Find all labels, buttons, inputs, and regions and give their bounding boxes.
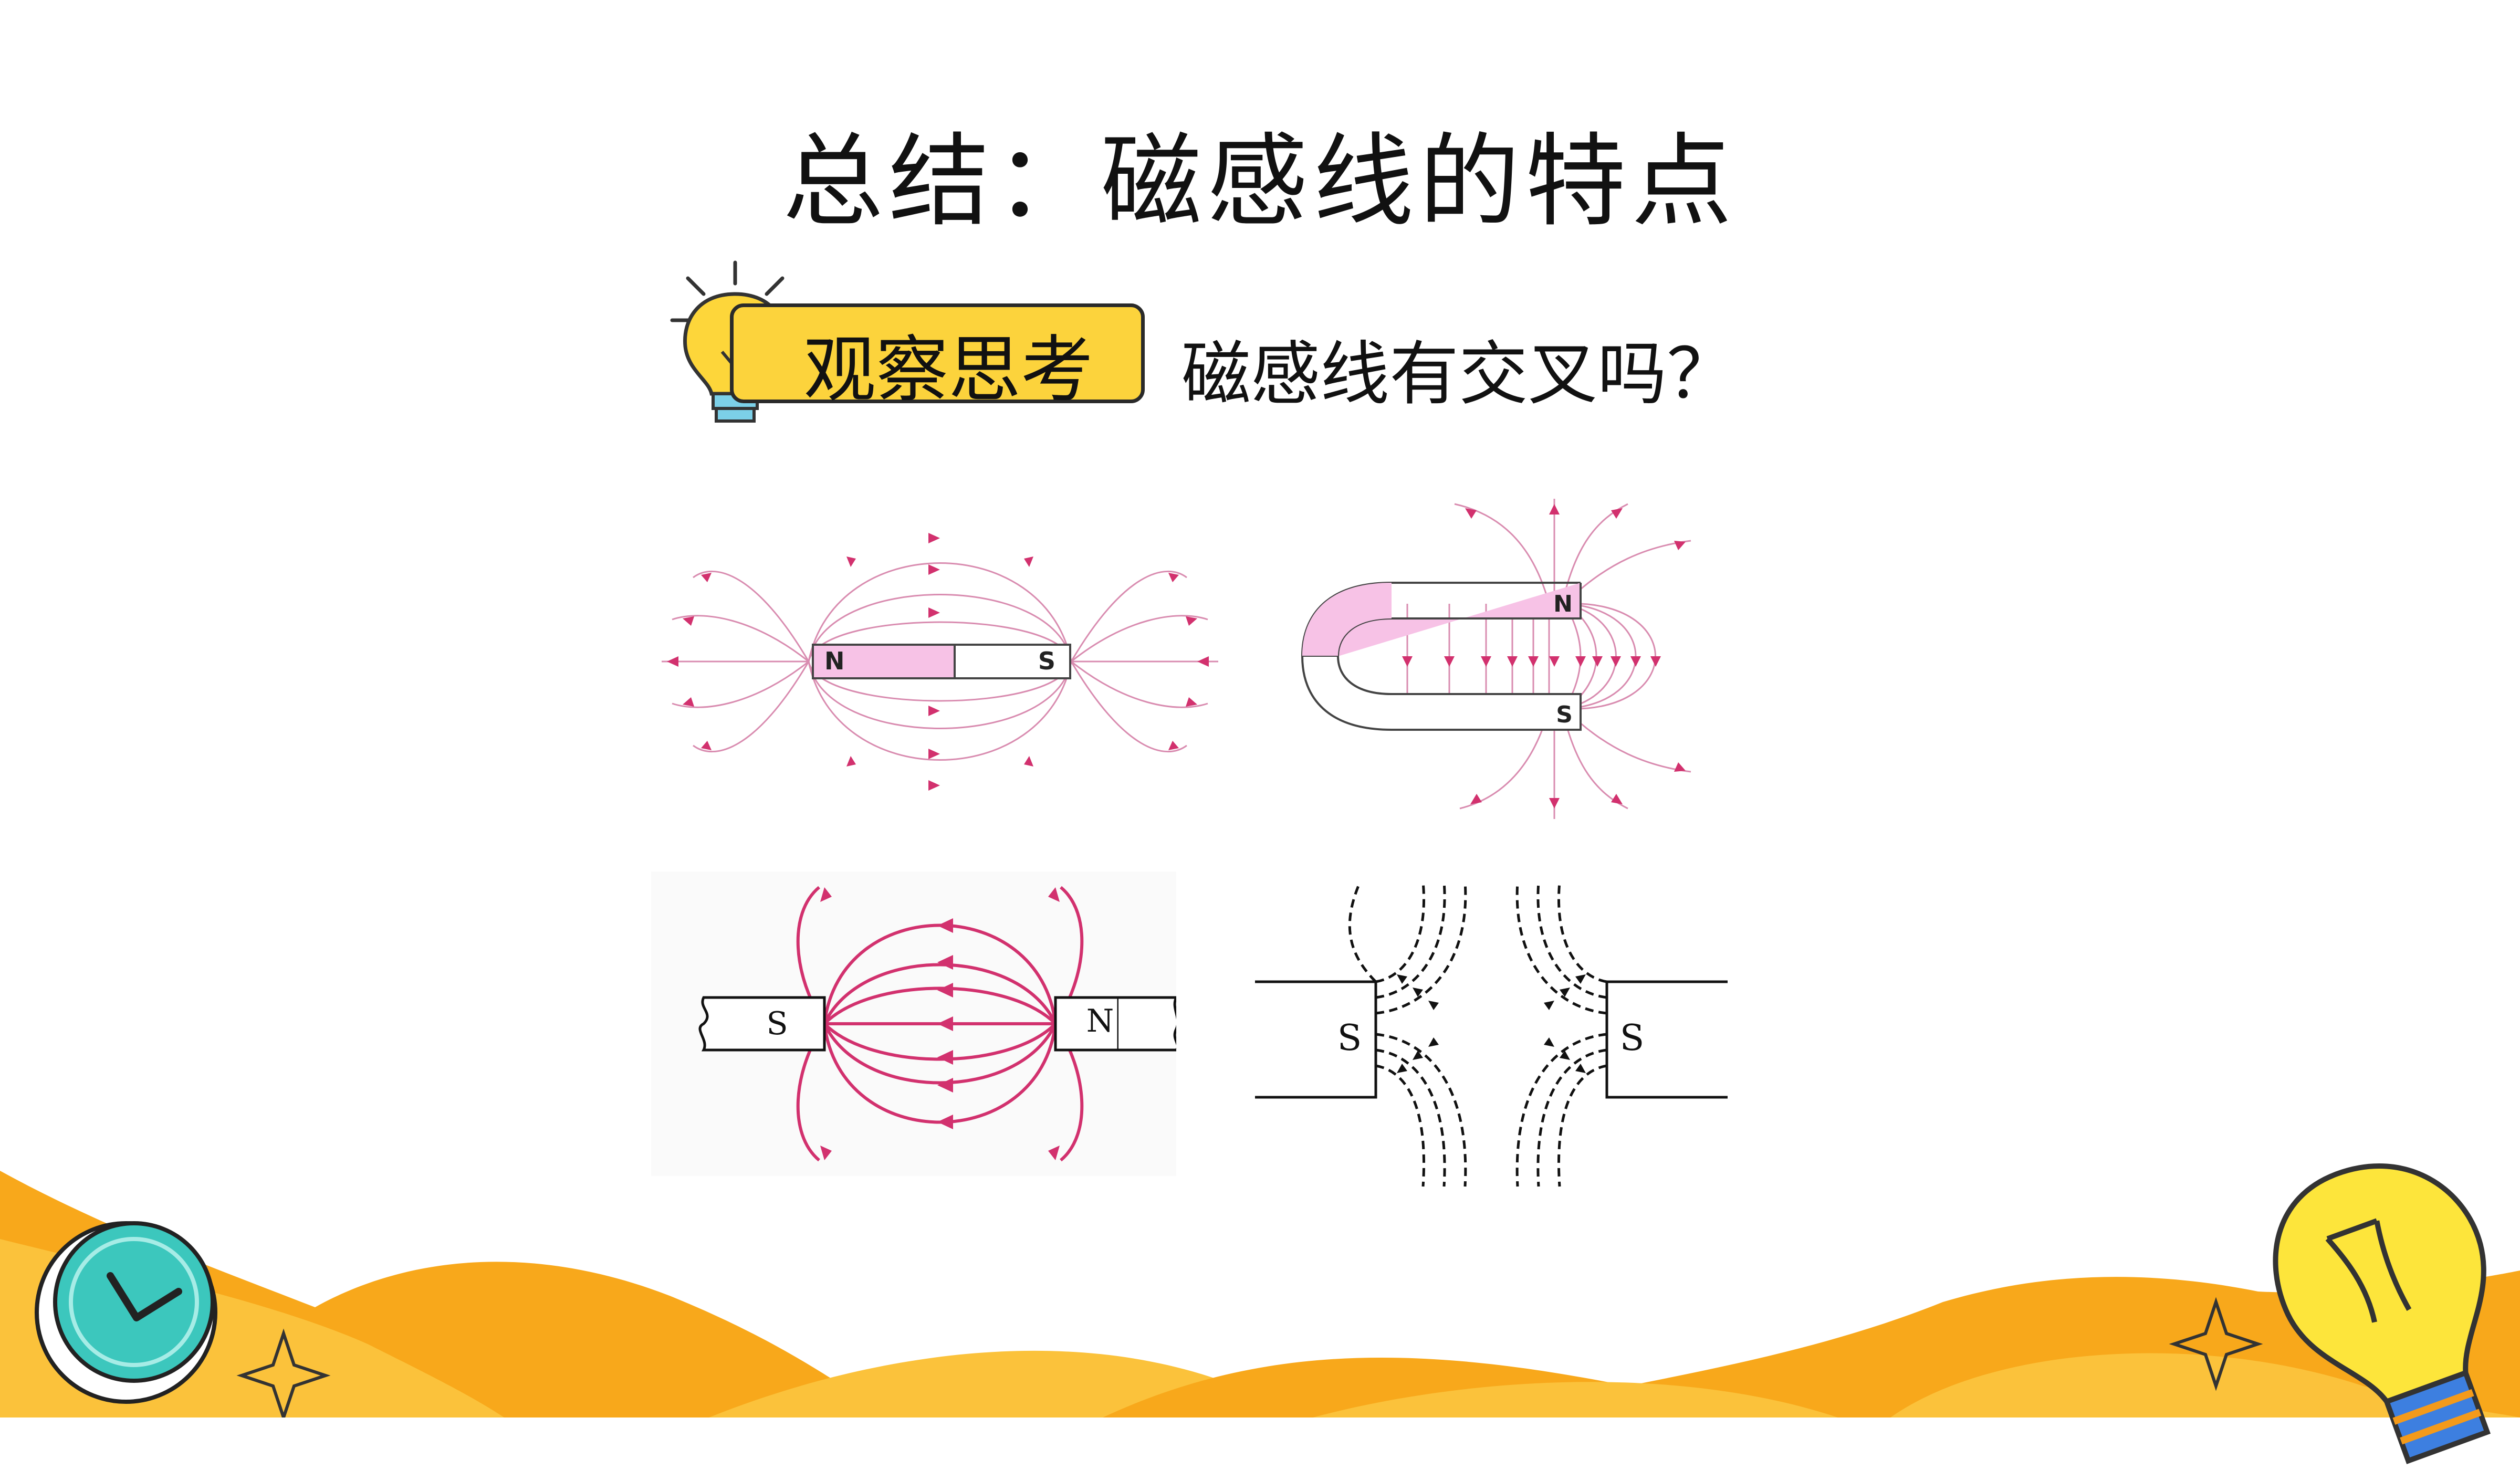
clock-icon (35, 1221, 217, 1404)
bottom-wave-decoration (0, 1171, 2520, 1418)
like-poles-figure: S S (1255, 881, 1728, 1187)
slide-title: 总结：磁感线的特点 (782, 123, 1738, 240)
sparkle-icon (2169, 1297, 2263, 1391)
bar-magnet-figure: N S (662, 533, 1218, 791)
opposite-right-label: N (1086, 1003, 1114, 1040)
question-text: 磁感线有交叉吗？ (1181, 334, 1736, 415)
u-north-label: N (1553, 591, 1573, 617)
u-south-label: S (1556, 701, 1573, 728)
observe-badge (730, 303, 1145, 403)
like-left-label: S (1337, 1017, 1362, 1059)
u-magnet-figure: N S (1301, 499, 1691, 819)
bar-south-label: S (1038, 647, 1055, 675)
observe-label: 观察思考 (803, 328, 1094, 412)
like-right-label: S (1620, 1017, 1645, 1059)
lightbulb-large-icon (2273, 1163, 2491, 1464)
sparkle-icon (236, 1328, 331, 1418)
opposite-poles-figure: S N (651, 872, 1176, 1176)
bar-north-label: N (824, 647, 845, 675)
opposite-left-label: S (766, 1005, 788, 1042)
